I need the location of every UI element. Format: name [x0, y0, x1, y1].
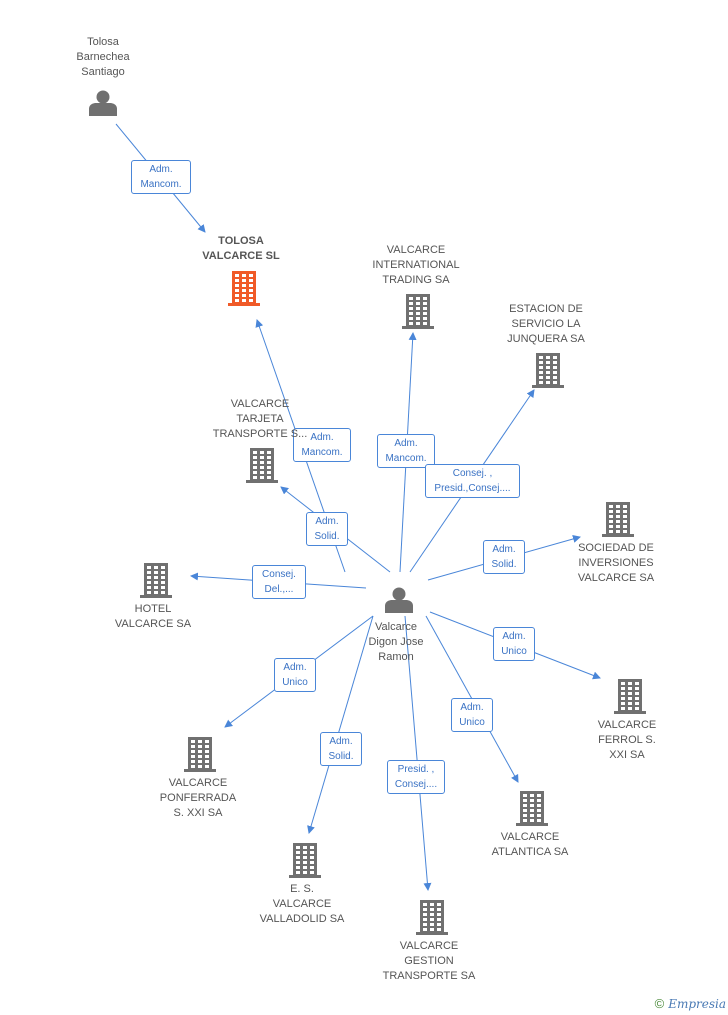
copyright-icon: ©: [654, 996, 665, 1011]
building-icon-tarjeta[interactable]: [246, 448, 278, 483]
node-label-tolosa-person[interactable]: Tolosa Barnechea Santiago: [76, 36, 130, 78]
icons-layer: [89, 90, 646, 935]
edge-label-tolosa-valcarce[interactable]: Adm. Mancom.: [131, 160, 191, 194]
edge-center-person-to-gestion: [404, 615, 432, 891]
person-icon-center-person[interactable]: [385, 587, 413, 614]
node-label-ponferrada[interactable]: VALCARCE PONFERRADA S. XXI SA: [159, 777, 237, 819]
building-icon-valcarce-intl[interactable]: [402, 294, 434, 329]
edge-label-sociedad[interactable]: Adm. Solid.: [483, 540, 525, 574]
edge-label-ferrol[interactable]: Adm. Unico: [493, 627, 535, 661]
node-label-atlantica[interactable]: VALCARCE ATLANTICA SA: [491, 831, 569, 858]
edge-label-tarjeta[interactable]: Adm. Solid.: [306, 512, 348, 546]
edge-label-ponferrada[interactable]: Adm. Unico: [274, 658, 316, 692]
brand-name: Empresia: [668, 997, 726, 1011]
edge-center-person-to-valladolid: [307, 615, 374, 834]
node-label-sociedad[interactable]: SOCIEDAD DE INVERSIONES VALCARCE SA: [577, 542, 655, 584]
node-label-tolosa-valcarce[interactable]: TOLOSA VALCARCE SL: [202, 235, 280, 262]
node-label-tarjeta[interactable]: VALCARCE TARJETA TRANSPORTE S...: [212, 398, 308, 440]
building-icon-tolosa-valcarce[interactable]: [228, 271, 260, 306]
node-label-valladolid[interactable]: E. S. VALCARCE VALLADOLID SA: [259, 883, 345, 925]
building-icon-ponferrada[interactable]: [184, 737, 216, 772]
edge-label-valladolid[interactable]: Adm. Solid.: [320, 732, 362, 766]
building-icon-estacion[interactable]: [532, 353, 564, 388]
person-icon-tolosa-person[interactable]: [89, 90, 117, 117]
edge-label-hotel[interactable]: Consej. Del.,...: [252, 565, 306, 599]
node-label-center-person[interactable]: Valcarce Digon Jose Ramon: [368, 621, 424, 663]
edge-label-valcarce-intl[interactable]: Adm. Mancom.: [377, 434, 435, 468]
node-label-valcarce-intl[interactable]: VALCARCE INTERNATIONAL TRADING SA: [372, 244, 460, 286]
copyright-footer: ©Empresia: [655, 996, 726, 1011]
node-label-ferrol[interactable]: VALCARCE FERROL S. XXI SA: [597, 719, 657, 761]
edge-label-estacion[interactable]: Consej. , Presid.,Consej....: [425, 464, 520, 498]
edge-label-gestion[interactable]: Presid. , Consej....: [387, 760, 445, 794]
building-icon-hotel[interactable]: [140, 563, 172, 598]
node-label-estacion[interactable]: ESTACION DE SERVICIO LA JUNQUERA SA: [507, 303, 585, 345]
building-icon-sociedad[interactable]: [602, 502, 634, 537]
edge-label-atlantica[interactable]: Adm. Unico: [451, 698, 493, 732]
node-label-gestion[interactable]: VALCARCE GESTION TRANSPORTE SA: [382, 940, 476, 982]
node-label-hotel[interactable]: HOTEL VALCARCE SA: [114, 603, 192, 630]
building-icon-valladolid[interactable]: [289, 843, 321, 878]
building-icon-ferrol[interactable]: [614, 679, 646, 714]
edge-label-tolosa-valcarce[interactable]: Adm. Mancom.: [293, 428, 351, 462]
building-icon-atlantica[interactable]: [516, 791, 548, 826]
building-icon-gestion[interactable]: [416, 900, 448, 935]
